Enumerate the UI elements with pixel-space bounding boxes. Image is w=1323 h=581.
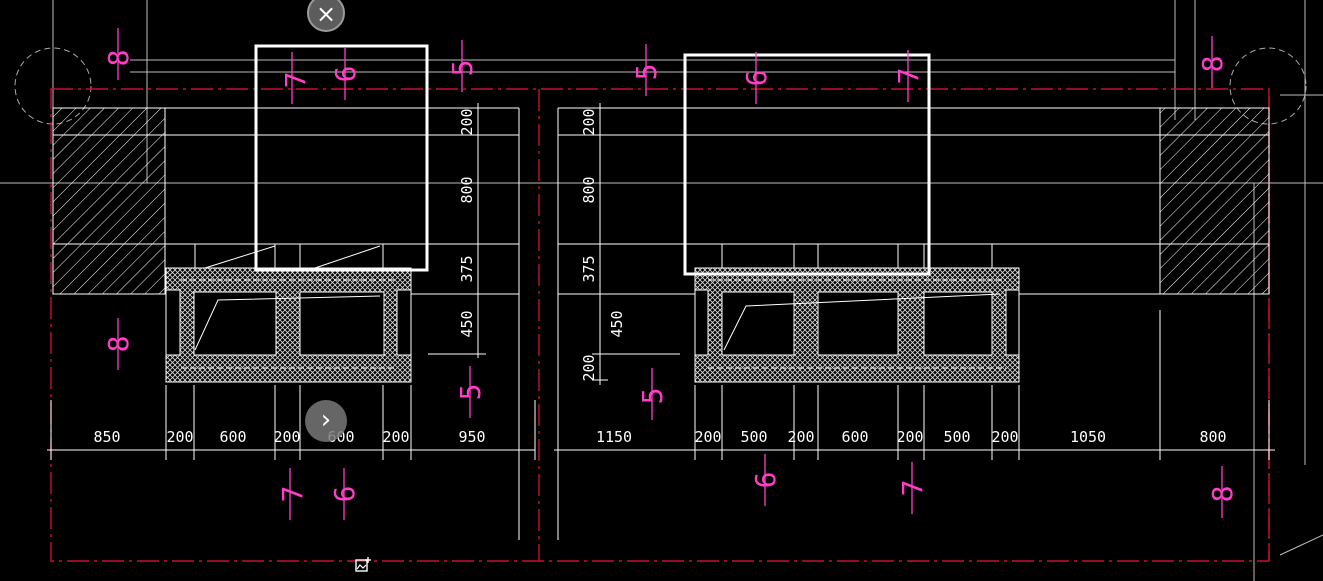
section-mark: 7 <box>276 486 309 503</box>
right-hdim-7: 500 <box>943 428 970 446</box>
chevron-right-icon: › <box>320 405 332 435</box>
left-hdim-3: 600 <box>219 428 246 446</box>
left-vdim-3: 375 <box>458 255 476 282</box>
left-hdim-4: 200 <box>273 428 300 446</box>
right-hdim-2: 200 <box>694 428 721 446</box>
section-mark: 8 <box>1196 56 1229 73</box>
section-mark: 5 <box>636 388 669 405</box>
right-vdim-1: 200 <box>580 108 598 135</box>
section-mark: 5 <box>446 60 479 77</box>
right-vdim-2: 800 <box>580 176 598 203</box>
section-mark: 6 <box>749 472 782 489</box>
selection-box[interactable] <box>254 44 429 272</box>
close-button[interactable]: × <box>307 0 345 32</box>
section-mark: 7 <box>896 480 929 497</box>
right-hdim-6: 200 <box>896 428 923 446</box>
left-vdim-2: 800 <box>458 176 476 203</box>
section-mark: 6 <box>328 486 361 503</box>
right-vdim-3: 375 <box>580 255 598 282</box>
right-hdim-10: 800 <box>1199 428 1226 446</box>
right-hdim-8: 200 <box>991 428 1018 446</box>
next-button[interactable]: › <box>305 400 347 442</box>
left-plan: 200 800 375 450 850 200 600 200 600 200 … <box>47 44 536 540</box>
left-hdim-7: 950 <box>458 428 485 446</box>
left-vdim-4: 450 <box>458 310 476 337</box>
hatched-wall <box>1159 107 1270 295</box>
section-mark: 5 <box>454 384 487 401</box>
section-mark: 7 <box>892 68 925 85</box>
section-mark: 5 <box>630 64 663 81</box>
left-hdim-6: 200 <box>382 428 409 446</box>
right-hdim-5: 600 <box>841 428 868 446</box>
left-hdim-2: 200 <box>166 428 193 446</box>
right-hdim-4: 200 <box>787 428 814 446</box>
right-vdim-5: 200 <box>580 354 598 381</box>
section-mark: 8 <box>102 336 135 353</box>
left-hdim-1: 850 <box>93 428 120 446</box>
right-vdim-4: 450 <box>608 310 626 337</box>
left-vdim-1: 200 <box>458 108 476 135</box>
section-mark: 7 <box>279 72 312 89</box>
right-hdim-3: 500 <box>740 428 767 446</box>
close-icon: × <box>315 0 337 28</box>
column-circle <box>14 47 92 125</box>
section-marks: 8 7 6 5 5 6 7 8 8 5 5 7 6 6 7 8 <box>102 28 1239 520</box>
hatched-wall <box>52 107 166 295</box>
section-mark: 8 <box>1206 486 1239 503</box>
right-hdim-9: 1050 <box>1070 428 1106 446</box>
selection-box[interactable] <box>683 53 931 276</box>
right-hdim-1: 1150 <box>596 428 632 446</box>
section-mark: 6 <box>329 66 362 83</box>
right-plan: 200 800 375 450 200 1150 200 500 200 600… <box>554 53 1275 540</box>
add-image-icon[interactable] <box>354 556 372 574</box>
column-circle <box>1229 47 1307 125</box>
section-mark: 6 <box>740 70 773 87</box>
section-mark: 8 <box>102 50 135 67</box>
